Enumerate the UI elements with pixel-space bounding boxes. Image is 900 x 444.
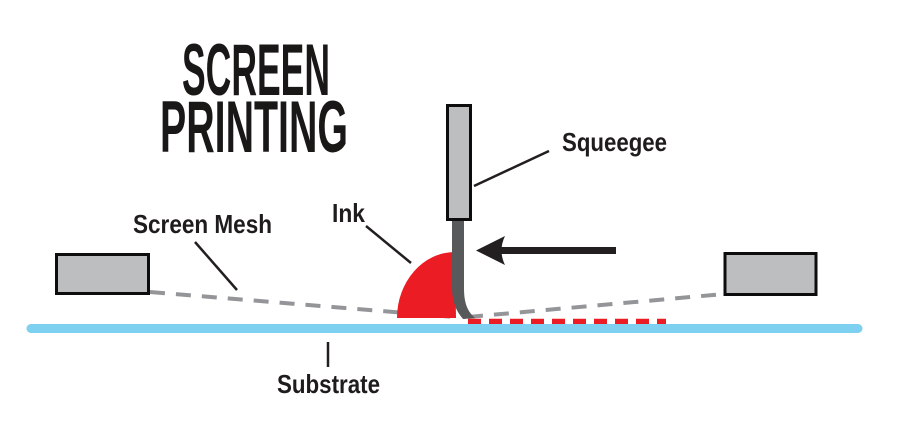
- ink-label: Ink: [332, 198, 365, 228]
- squeegee-handle: [446, 104, 472, 221]
- screen-mesh-line-right: [467, 292, 725, 319]
- arrow-head: [476, 236, 505, 265]
- title-line-2: PRINTING: [160, 87, 348, 168]
- squeegee-blade: [452, 219, 475, 319]
- squeegee-leader-line: [473, 149, 550, 188]
- title-line-1: SCREEN: [182, 30, 330, 111]
- ink-blob: [397, 252, 456, 318]
- screen-mesh-label: Screen Mesh: [133, 209, 272, 239]
- direction-arrow: [476, 236, 616, 265]
- arrow-shaft: [490, 247, 616, 254]
- squeegee-label: Squeegee: [562, 127, 667, 157]
- ink-leader-line: [365, 225, 412, 264]
- screen-mesh-leader-line: [194, 241, 238, 291]
- frame-block-left: [55, 253, 150, 295]
- substrate-label: Substrate: [277, 369, 380, 399]
- frame-block-right: [723, 252, 818, 296]
